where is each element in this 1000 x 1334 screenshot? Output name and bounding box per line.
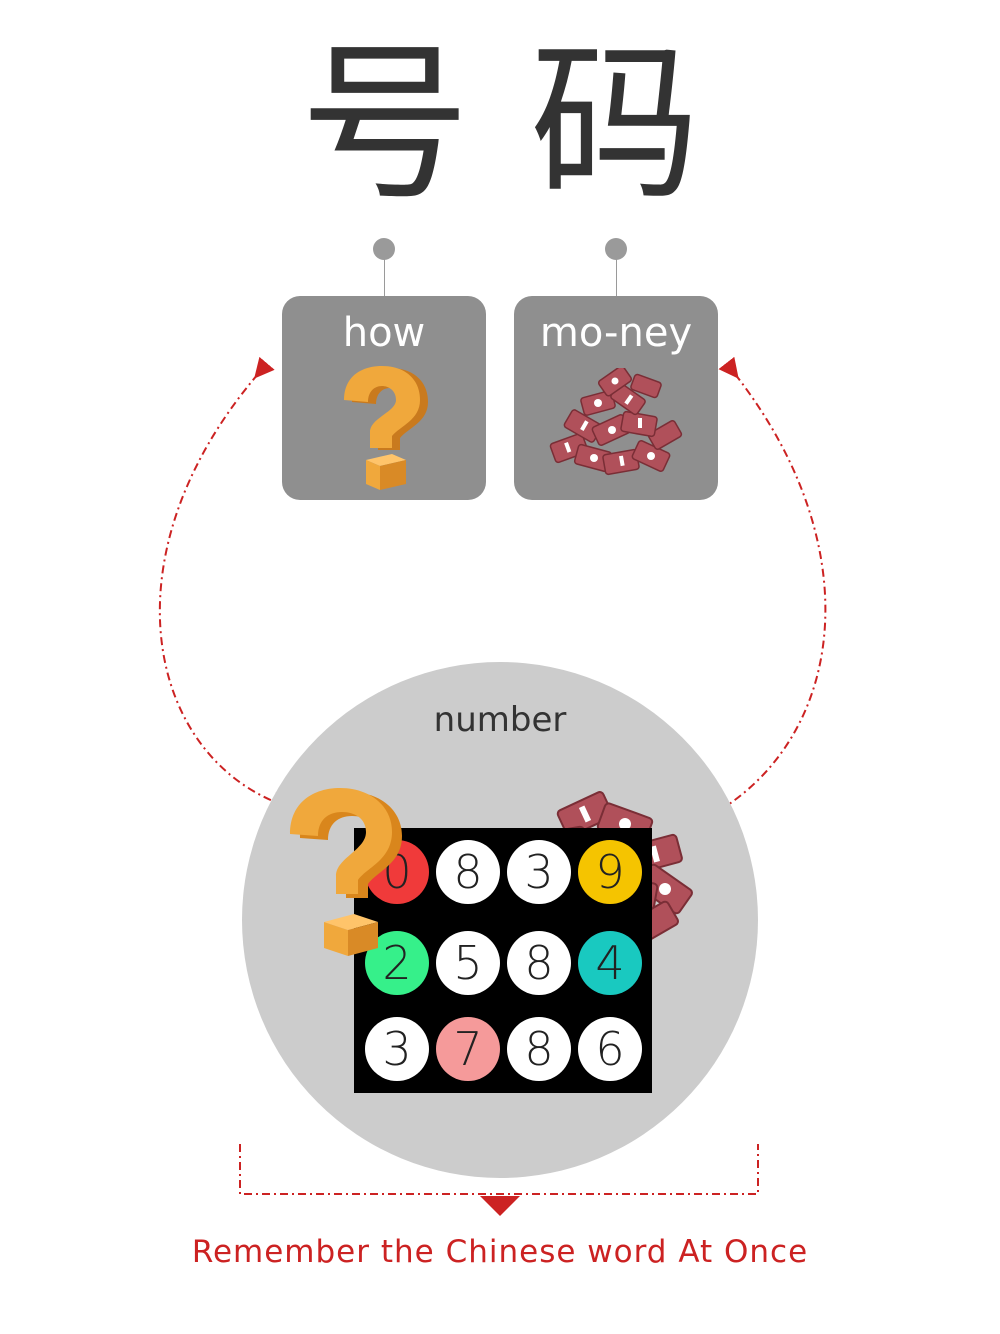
connector-line-money bbox=[616, 258, 617, 296]
card-money-label: mo-ney bbox=[539, 310, 693, 356]
keypad-key: 7 bbox=[436, 1017, 500, 1081]
keypad-key: 8 bbox=[507, 1017, 571, 1081]
keypad-key: 6 bbox=[578, 1017, 642, 1081]
arrow-money-to-number bbox=[684, 356, 827, 830]
connector-dot-how bbox=[373, 238, 395, 260]
title-char-ma: 码 bbox=[530, 26, 701, 224]
keypad-key: 9 bbox=[578, 840, 642, 904]
keypad-key: 2 bbox=[365, 931, 429, 995]
keypad-key: 8 bbox=[436, 840, 500, 904]
arrow-how-to-number bbox=[158, 356, 292, 811]
footer-caption: Remember the Chinese word At Once bbox=[191, 1234, 809, 1270]
circle-label: number bbox=[433, 700, 567, 740]
question-mark-large-icon bbox=[290, 788, 402, 956]
keypad-key: 8 bbox=[507, 931, 571, 995]
money-pile-icon bbox=[549, 368, 683, 476]
question-mark-icon bbox=[344, 366, 428, 490]
card-money: mo-ney bbox=[514, 296, 718, 500]
title-char-hao: 号 bbox=[300, 26, 471, 224]
keypad-key: 3 bbox=[507, 840, 571, 904]
card-how-label: how bbox=[342, 310, 426, 356]
card-how: how bbox=[282, 296, 486, 500]
keypad: 0 8 3 9 2 5 8 4 3 7 8 6 bbox=[354, 828, 652, 1093]
bracket-arrow-icon bbox=[480, 1196, 520, 1216]
keypad-key: 4 bbox=[578, 931, 642, 995]
connector-dot-money bbox=[605, 238, 627, 260]
keypad-key: 3 bbox=[365, 1017, 429, 1081]
keypad-key: 5 bbox=[436, 931, 500, 995]
connector-line-how bbox=[384, 258, 385, 296]
